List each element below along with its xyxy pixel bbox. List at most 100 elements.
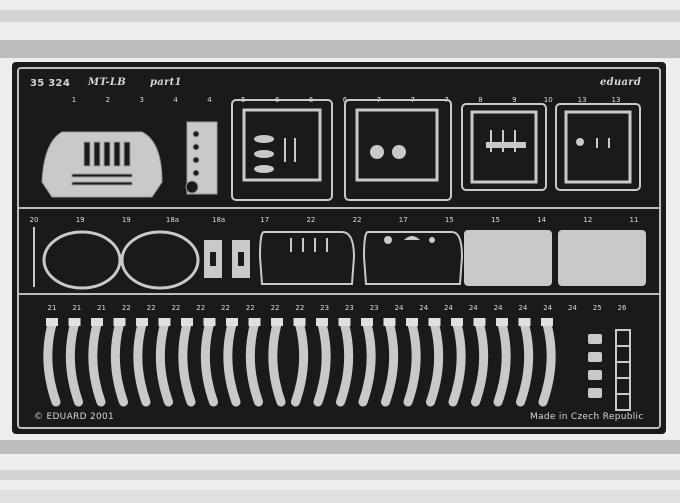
strap-part xyxy=(403,318,421,407)
strap-part xyxy=(358,318,376,407)
part-number-label: 8 xyxy=(478,96,482,104)
part-number-label: 24 xyxy=(444,304,453,312)
strap-parts xyxy=(43,318,556,407)
strap-part xyxy=(178,318,196,407)
part-number-label: 22 xyxy=(122,304,131,312)
part-number-label: 2 xyxy=(106,96,110,104)
part-number-label: 26 xyxy=(618,304,627,312)
part-2-strip xyxy=(185,121,218,195)
strap-part xyxy=(448,318,466,407)
part-number-label: 15 xyxy=(491,216,500,224)
strap-part xyxy=(538,318,556,407)
part-number-label: 21 xyxy=(48,304,57,312)
part-19-ovals xyxy=(42,230,200,290)
part-number-label: 24 xyxy=(568,304,577,312)
part-number-label: 24 xyxy=(518,304,527,312)
part-22-pins xyxy=(290,238,328,252)
strap-part xyxy=(245,318,263,407)
part-14-15-details xyxy=(384,236,435,244)
strap-part xyxy=(336,318,354,407)
part-number-label: 23 xyxy=(370,304,379,312)
strap-part xyxy=(516,318,534,407)
part-number-label: 22 xyxy=(295,304,304,312)
part-number-label: 22 xyxy=(306,216,315,224)
part-7-frame xyxy=(461,103,547,191)
fret-part: part1 xyxy=(150,77,182,88)
strap-part xyxy=(313,318,331,407)
fret-frame xyxy=(17,67,661,429)
strap-part xyxy=(223,318,241,407)
part-number-label: 22 xyxy=(353,216,362,224)
strap-part xyxy=(110,318,128,407)
part-number-label: 4 xyxy=(173,96,178,104)
part-number-label: 20 xyxy=(30,216,39,224)
part-number-label: 25 xyxy=(593,304,602,312)
part-18a-clips xyxy=(204,240,250,278)
part-6-frame xyxy=(344,99,452,201)
part-number-label: 19 xyxy=(122,216,131,224)
part-8-10-frame xyxy=(555,103,641,191)
part-number-label: 7 xyxy=(444,96,448,104)
origin-text: Made in Czech Republic xyxy=(530,412,644,422)
part-number-label: 24 xyxy=(543,304,552,312)
part-number-label: 17 xyxy=(260,216,269,224)
part-8-10-details xyxy=(576,138,610,148)
part-number-label: 4 xyxy=(207,96,212,104)
part-number-label: 18a xyxy=(166,216,179,224)
part-number-label: 10 xyxy=(544,96,553,104)
part-number-label: 24 xyxy=(469,304,478,312)
part-25-blocks xyxy=(588,334,602,398)
strap-part xyxy=(133,318,151,407)
strap-part xyxy=(88,318,106,407)
part-11-plate xyxy=(558,230,646,286)
part-number-label: 22 xyxy=(246,304,255,312)
part-number-label: 14 xyxy=(537,216,546,224)
part-number-label: 15 xyxy=(445,216,454,224)
part-3-4-details xyxy=(254,135,296,173)
part-number-label: 24 xyxy=(494,304,503,312)
part-number-label: 13 xyxy=(612,96,621,104)
copyright-text: © EDUARD 2001 xyxy=(34,412,115,422)
part-17-cover-right xyxy=(362,231,464,285)
strap-part xyxy=(43,318,61,407)
part-number-label: 11 xyxy=(630,216,639,224)
part-3-5-frame xyxy=(231,99,333,201)
part-number-label: 22 xyxy=(221,304,230,312)
part-12-plate xyxy=(464,230,552,286)
strap-part xyxy=(471,318,489,407)
part-1-seat xyxy=(41,131,163,198)
fret-code: 35 324 xyxy=(30,78,71,89)
fret-model: MT-LB xyxy=(88,77,126,88)
strap-part xyxy=(155,318,173,407)
part-number-label: 1 xyxy=(72,96,76,104)
strap-part xyxy=(381,318,399,407)
part-number-label: 22 xyxy=(171,304,180,312)
part-number-label: 7 xyxy=(377,96,381,104)
part-7-details xyxy=(486,130,526,152)
part-number-label: 24 xyxy=(394,304,403,312)
brand-logo: eduard xyxy=(600,77,642,88)
part-number-label: 23 xyxy=(345,304,354,312)
strap-part xyxy=(268,318,286,407)
part-number-label: 9 xyxy=(512,96,516,104)
strap-part xyxy=(493,318,511,407)
part-number-label: 18a xyxy=(212,216,225,224)
part-number-label: 5 xyxy=(241,96,245,104)
strap-part xyxy=(291,318,309,407)
part-number-label: 23 xyxy=(320,304,329,312)
part-26-ladder xyxy=(615,329,631,411)
strap-part xyxy=(426,318,444,407)
part-number-label: 22 xyxy=(271,304,280,312)
part-number-label: 19 xyxy=(76,216,85,224)
strap-part xyxy=(200,318,218,407)
part-number-label: 6 xyxy=(309,96,314,104)
part-17-cover-left xyxy=(258,231,356,285)
part-number-label: 17 xyxy=(399,216,408,224)
part-number-label: 7 xyxy=(411,96,415,104)
strap-part xyxy=(65,318,83,407)
part-number-label: 6 xyxy=(275,96,280,104)
